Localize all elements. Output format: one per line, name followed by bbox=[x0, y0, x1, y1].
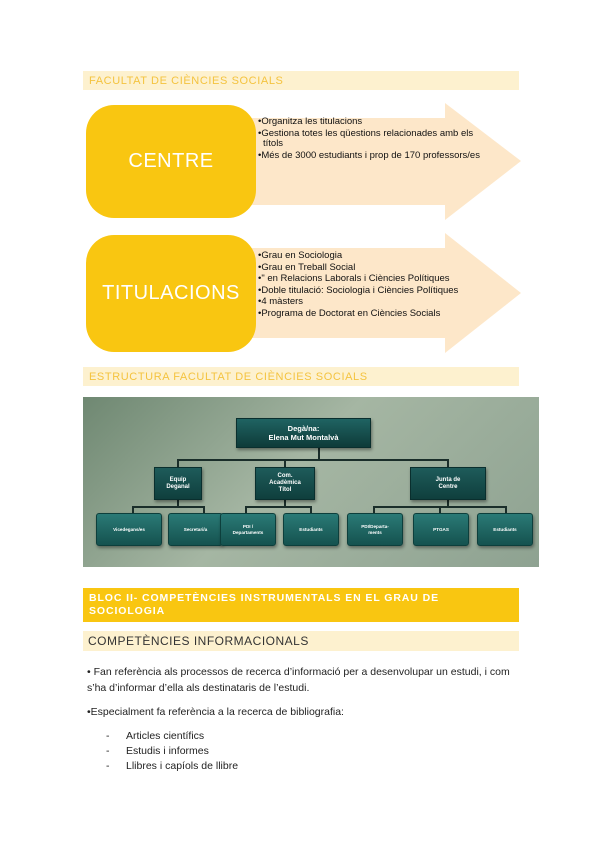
org-leaf-ptgas: PTGAS bbox=[413, 513, 469, 546]
org-node-junta-centre: Junta de Centre bbox=[410, 467, 486, 500]
list-item: Organitza les titulacions bbox=[258, 116, 480, 128]
list-item: 4 màsters bbox=[258, 296, 480, 308]
paragraph-bibliografia: •Especialment fa referència a la recerca… bbox=[87, 706, 344, 718]
list-item: -Articles científics bbox=[106, 730, 205, 742]
list-item: -Llibres i capíols de llibre bbox=[106, 760, 239, 772]
org-node-equip-deganal: Equip Deganal bbox=[154, 467, 202, 500]
org-node-dega: Degà/na: Elena Mut Montalvà bbox=[236, 418, 371, 448]
centre-list: Organitza les titulacions Gestiona totes… bbox=[258, 116, 480, 162]
org-leaf-secretari: Secretari/a bbox=[168, 513, 223, 546]
titulacions-list: Grau en Sociologia Grau en Treball Socia… bbox=[258, 250, 480, 320]
org-leaf-vicedegans: Vicedegans/es bbox=[96, 513, 162, 546]
section-header-bloc-ii: BLOC II- COMPETÈNCIES INSTRUMENTALS EN E… bbox=[83, 588, 519, 622]
org-leaf-pdi-departa-ments: PDI/Departa- ments bbox=[347, 513, 403, 546]
list-item: Doble titulació: Sociologia i Ciències P… bbox=[258, 285, 480, 297]
centre-block: CENTRE bbox=[86, 105, 256, 218]
org-chart: Degà/na: Elena Mut Montalvà Equip Degana… bbox=[83, 397, 539, 567]
subsection-header-competencies: COMPETÈNCIES INFORMACIONALS bbox=[83, 631, 519, 651]
list-item: Gestiona totes les qüestions relacionade… bbox=[258, 128, 480, 150]
org-leaf-pdi-departaments: PDI / Departaments bbox=[220, 513, 276, 546]
org-node-com-academica: Com. Acadèmica Títol bbox=[255, 467, 315, 500]
titulacions-block: TITULACIONS bbox=[86, 235, 256, 352]
org-leaf-estudiants-2: Estudiants bbox=[477, 513, 533, 546]
list-item: Programa de Doctorat en Ciències Socials bbox=[258, 308, 480, 320]
org-leaf-estudiants-1: Estudiants bbox=[283, 513, 339, 546]
titulacions-label: TITULACIONS bbox=[102, 282, 240, 304]
bibliography-list: -Articles científics -Estudis i informes… bbox=[106, 729, 238, 774]
list-item: Grau en Treball Social bbox=[258, 262, 480, 274]
list-item: Grau en Sociologia bbox=[258, 250, 480, 262]
list-item: Més de 3000 estudiants i prop de 170 pro… bbox=[258, 150, 480, 162]
paragraph-intro: • Fan referència als processos de recerc… bbox=[87, 666, 510, 694]
section-header-estructura: ESTRUCTURA FACULTAT DE CIÈNCIES SOCIALS bbox=[83, 367, 519, 386]
centre-label: CENTRE bbox=[128, 150, 214, 172]
list-item: " en Relacions Laborals i Ciències Polít… bbox=[258, 273, 480, 285]
section-header-facultat: FACULTAT DE CIÈNCIES SOCIALS bbox=[83, 71, 519, 90]
list-item: -Estudis i informes bbox=[106, 745, 209, 757]
